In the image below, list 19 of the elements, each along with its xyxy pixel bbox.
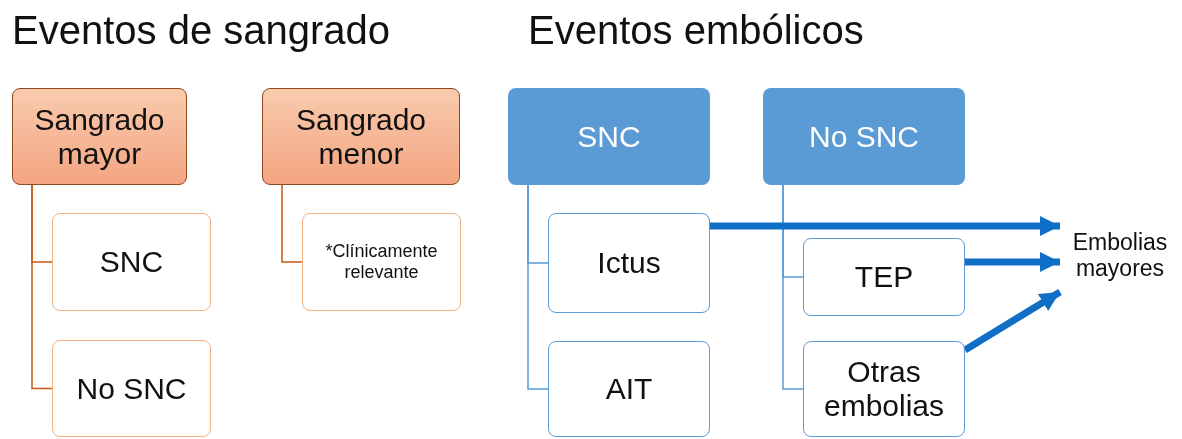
section-heading: Eventos de sangrado [12, 8, 391, 53]
outcome-label: Embolias mayores [1071, 228, 1169, 282]
subcategory-box: *Clínicamente relevante [302, 213, 461, 311]
category-box: No SNC [763, 88, 965, 185]
category-box: SNC [508, 88, 710, 185]
subcategory-box: Otras embolias [803, 341, 965, 437]
connector-line [31, 184, 53, 390]
subcategory-box: SNC [52, 213, 211, 311]
subcategory-box: TEP [803, 238, 965, 316]
arrow [963, 289, 1062, 353]
subcategory-box: No SNC [52, 340, 211, 437]
connector-line [527, 184, 549, 390]
connector-line [281, 184, 303, 263]
connector-line [782, 184, 804, 390]
subcategory-box: AIT [548, 341, 710, 437]
subcategory-box: Ictus [548, 213, 710, 313]
category-box: Sangrado mayor [12, 88, 187, 185]
section-heading: Eventos embólicos [528, 8, 864, 53]
category-box: Sangrado menor [262, 88, 460, 185]
